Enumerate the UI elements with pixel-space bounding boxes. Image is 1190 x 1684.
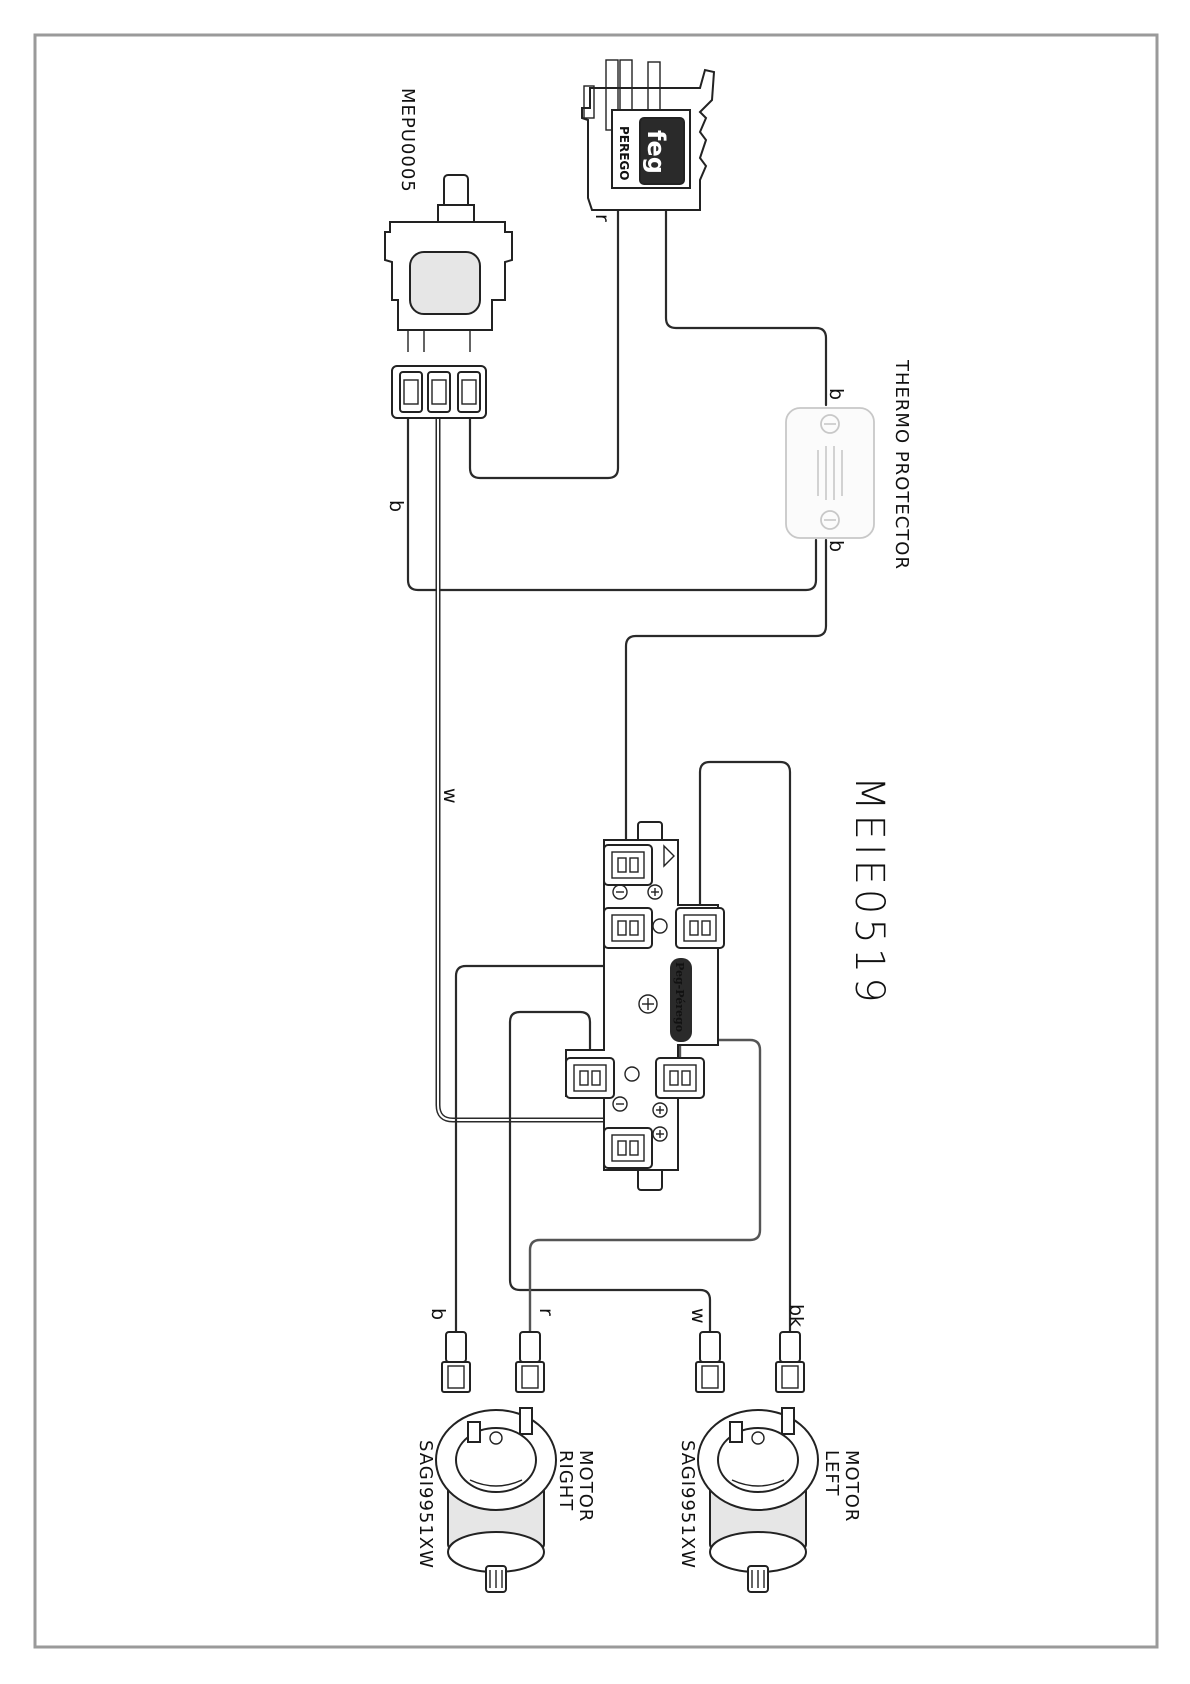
board-label: MEIE0519: [846, 776, 892, 1007]
wire-b-connector-thermo: [666, 210, 826, 405]
motor-plugs: [442, 1332, 804, 1392]
plug-terminal: [696, 1332, 724, 1392]
board-connector: [604, 1128, 652, 1168]
board-connector: [604, 908, 652, 948]
wire-label-bk-motor: bk: [785, 1304, 807, 1327]
wire-label-w-motor: w: [687, 1308, 709, 1324]
motor-right-side: RIGHT: [555, 1450, 576, 1511]
board-connector: [566, 1058, 614, 1098]
logo-text: PEREGO: [617, 126, 631, 180]
plug-terminal: [776, 1332, 804, 1392]
wire-label-b-thermo-bottom: b: [825, 540, 847, 552]
wire-b-thermo-board: [626, 540, 826, 850]
wire-label-r-motor: r: [535, 1308, 557, 1316]
motor-left-title: MOTOR: [841, 1450, 862, 1522]
switch-label: MEPU0005: [397, 88, 418, 193]
motor-right-title: MOTOR: [575, 1450, 596, 1522]
wire-b-board-motor: [456, 920, 626, 1332]
page-frame: [35, 35, 1157, 1647]
board-brand-text: Peg-Pérego: [673, 962, 686, 1032]
wire-bk-board-motor: [700, 762, 790, 1332]
power-connector: feg PEREGO: [582, 60, 714, 210]
wire-label-w-main: w: [439, 788, 461, 804]
wire-label-b-thermo-top: b: [825, 388, 847, 400]
wire-label-b-motor: b: [427, 1308, 449, 1320]
thermo-protector: [786, 408, 874, 538]
motor-left-code: SAGI9951XW: [677, 1440, 698, 1569]
switch-mepu0005: [385, 175, 512, 418]
wire-w-switch-board: [438, 418, 612, 1148]
board-connector: [676, 908, 724, 948]
motor-right: [436, 1408, 556, 1592]
motor-left: [698, 1408, 818, 1592]
wire-label-r-connector: r: [591, 214, 613, 222]
thermo-label: THERMO PROTECTOR: [891, 359, 912, 570]
motor-left-side: LEFT: [821, 1450, 842, 1496]
motor-right-code: SAGI9951XW: [415, 1440, 436, 1569]
board-connector: [656, 1058, 704, 1098]
plug-terminal: [442, 1332, 470, 1392]
plug-terminal: [516, 1332, 544, 1392]
board-connector: [604, 845, 652, 885]
svg-text:feg: feg: [642, 130, 670, 174]
wire-label-b-switch: b: [385, 500, 407, 512]
